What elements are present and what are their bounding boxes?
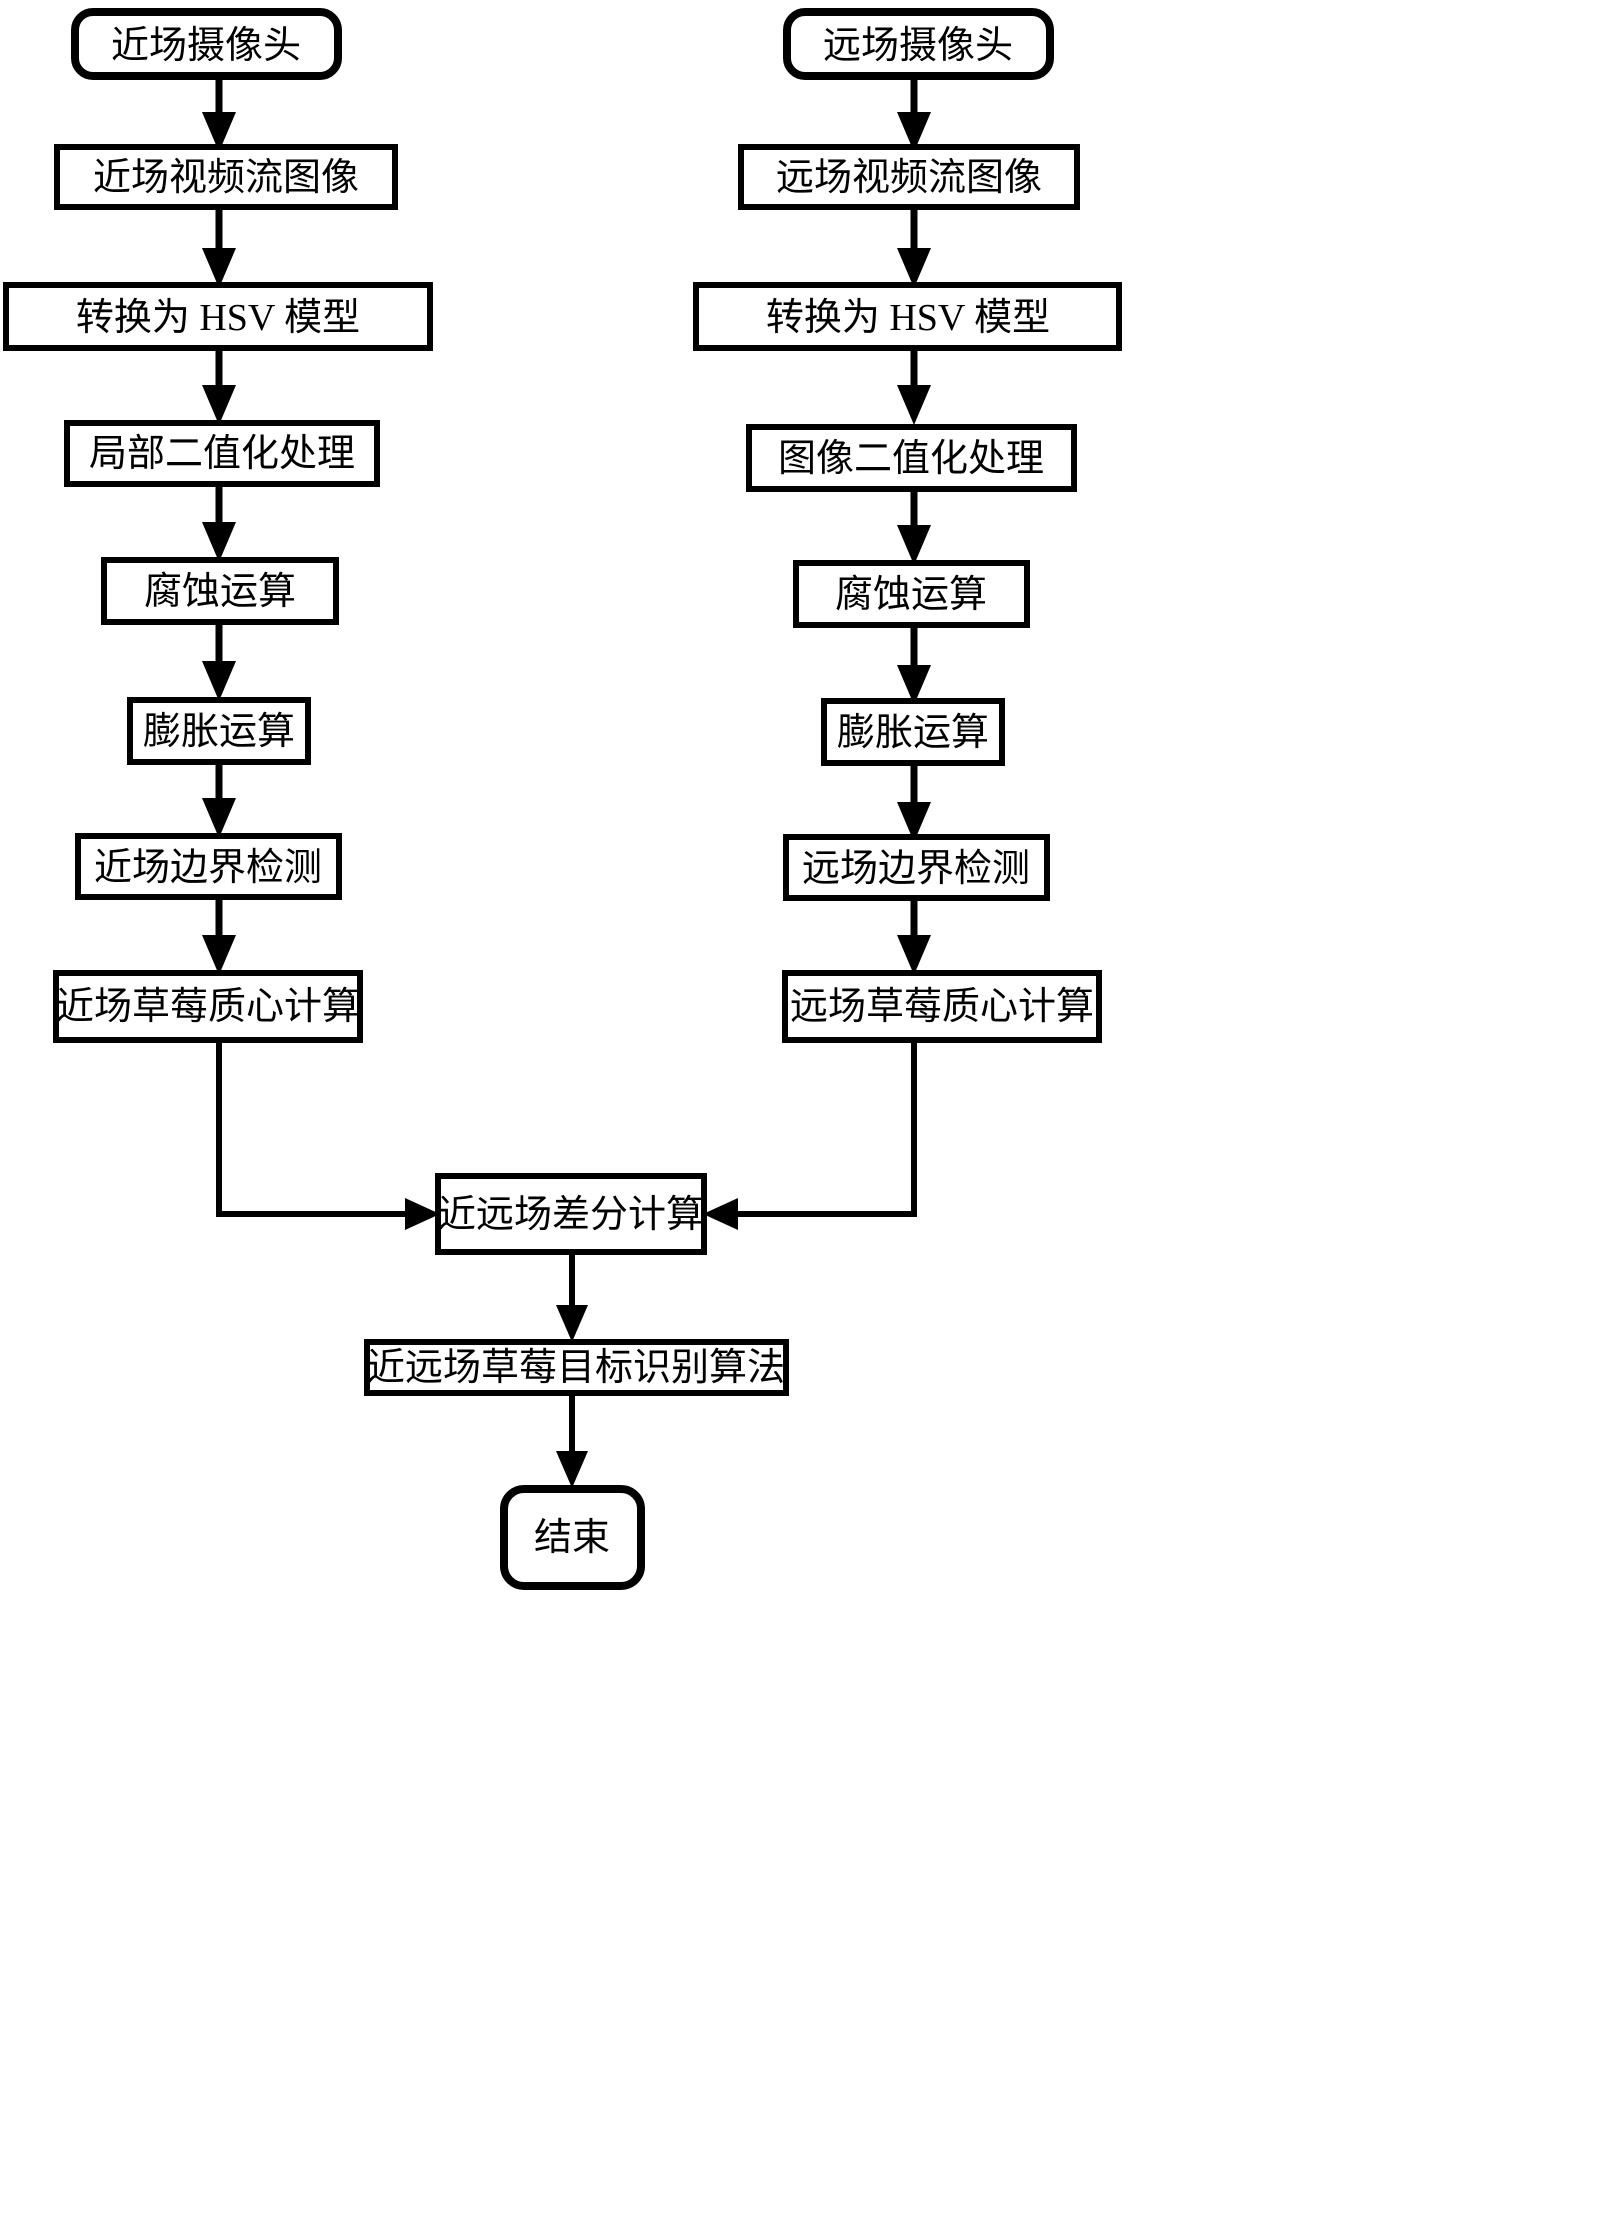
node-label: 膨胀运算 — [837, 712, 989, 754]
node-far-field-centroid-calc[interactable]: 远场草莓质心计算 — [782, 970, 1102, 1043]
node-label: 近远场草莓目标识别算法 — [367, 1347, 785, 1389]
node-far-field-erosion[interactable]: 腐蚀运算 — [793, 560, 1030, 628]
node-far-field-video-stream[interactable]: 远场视频流图像 — [738, 144, 1080, 210]
node-label: 远场边界检测 — [802, 848, 1030, 890]
node-far-field-image-binarization[interactable]: 图像二值化处理 — [746, 424, 1077, 492]
edge-L3-L4 — [202, 348, 236, 425]
node-near-field-local-binarization[interactable]: 局部二值化处理 — [64, 420, 380, 487]
edge-L1-L2 — [202, 76, 236, 152]
edge-R1-R2 — [897, 76, 931, 152]
node-label: 结束 — [534, 1517, 610, 1559]
node-label: 近场草莓质心计算 — [56, 986, 360, 1028]
node-near-field-erosion[interactable]: 腐蚀运算 — [101, 557, 339, 625]
node-near-field-edge-detection[interactable]: 近场边界检测 — [75, 833, 342, 900]
edge-R8-M1 — [703, 1040, 917, 1230]
node-strawberry-target-recognition-algorithm[interactable]: 近远场草莓目标识别算法 — [364, 1339, 789, 1396]
node-far-field-edge-detection[interactable]: 远场边界检测 — [783, 834, 1050, 901]
node-near-field-centroid-calc[interactable]: 近场草莓质心计算 — [53, 970, 363, 1043]
node-far-field-camera[interactable]: 远场摄像头 — [783, 8, 1054, 80]
edge-R4-R5 — [897, 489, 931, 565]
node-label: 膨胀运算 — [143, 711, 295, 753]
node-label: 腐蚀运算 — [144, 571, 296, 613]
node-end[interactable]: 结束 — [500, 1485, 645, 1590]
edge-R3-R4 — [897, 348, 931, 425]
node-label: 局部二值化处理 — [89, 433, 355, 475]
node-label: 腐蚀运算 — [835, 574, 987, 616]
edge-R2-R3 — [897, 207, 931, 288]
node-label: 远场视频流图像 — [776, 157, 1042, 199]
edge-R5-R6 — [897, 625, 931, 705]
node-near-far-field-difference-calc[interactable]: 近远场差分计算 — [435, 1173, 707, 1255]
edge-L7-L8 — [202, 897, 236, 975]
node-near-field-camera[interactable]: 近场摄像头 — [71, 8, 342, 80]
edge-L6-L7 — [202, 762, 236, 838]
edge-L5-L6 — [202, 622, 236, 701]
node-label: 远场摄像头 — [823, 25, 1013, 67]
node-label: 转换为 HSV 模型 — [766, 297, 1050, 339]
node-far-field-hsv-convert[interactable]: 转换为 HSV 模型 — [693, 282, 1122, 351]
node-label: 远场草莓质心计算 — [790, 986, 1094, 1028]
edge-M2-M3 — [556, 1393, 588, 1488]
edge-L2-L3 — [202, 207, 236, 288]
node-label: 近场摄像头 — [111, 25, 301, 67]
node-far-field-dilation[interactable]: 膨胀运算 — [821, 698, 1005, 766]
node-label: 近远场差分计算 — [438, 1194, 704, 1236]
edge-R6-R7 — [897, 763, 931, 842]
node-label: 转换为 HSV 模型 — [76, 297, 360, 339]
node-label: 图像二值化处理 — [778, 438, 1044, 480]
node-near-field-video-stream[interactable]: 近场视频流图像 — [54, 144, 398, 210]
node-label: 近场边界检测 — [94, 847, 322, 889]
node-near-field-hsv-convert[interactable]: 转换为 HSV 模型 — [3, 282, 433, 351]
node-near-field-dilation[interactable]: 膨胀运算 — [127, 697, 311, 765]
edge-L4-L5 — [202, 484, 236, 562]
node-label: 近场视频流图像 — [93, 157, 359, 199]
edge-L8-M1 — [216, 1040, 440, 1230]
edge-M1-M2 — [556, 1252, 588, 1342]
edge-R7-R8 — [897, 898, 931, 975]
